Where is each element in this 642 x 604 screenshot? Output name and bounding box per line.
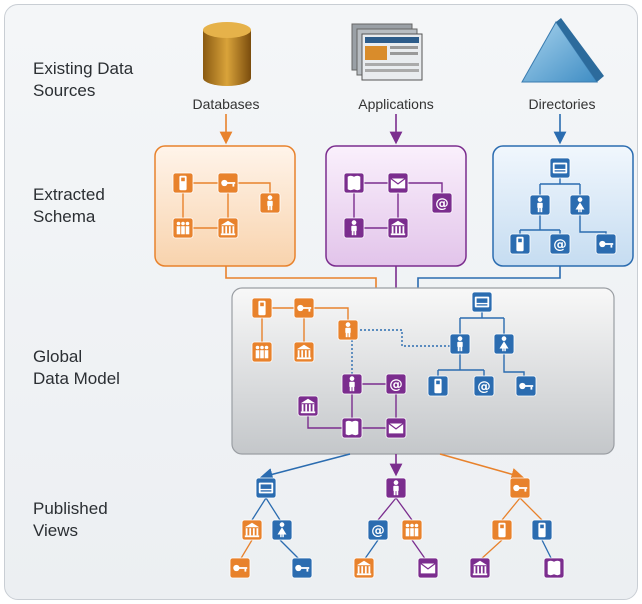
key-icon [509,477,531,499]
group-icon [401,519,423,541]
person-icon [259,192,281,214]
mail-icon [385,417,407,439]
building-icon [217,217,239,239]
arrow-view-orange [439,453,525,481]
source-label-applications: Applications [358,96,434,112]
mail-icon [417,557,439,579]
email-at-icon [473,375,495,397]
woman-icon [569,194,591,216]
key-icon [217,172,239,194]
group-icon [251,341,273,363]
key-icon [515,375,537,397]
row-label-schema: Extracted Schema [33,185,105,226]
source-label-directories: Directories [528,96,596,112]
row-label-model: Global Data Model [33,347,120,388]
document-icon [343,172,365,194]
building-icon [293,341,315,363]
group-icon [172,217,194,239]
arrow-view-blue [259,453,351,481]
email-at-icon [431,192,453,214]
person-icon [343,217,365,239]
phone-icon [172,172,194,194]
building-icon [353,557,375,579]
document-icon [341,417,363,439]
person-icon [449,333,471,355]
woman-icon [271,519,293,541]
key-icon [229,557,251,579]
person-icon [337,319,359,341]
key-icon [291,557,313,579]
building-icon [241,519,263,541]
document-icon [543,557,565,579]
key-icon [293,297,315,319]
applications-screens-icon [351,23,423,81]
key-icon [595,233,617,255]
phone-icon [427,375,449,397]
database-cylinder-icon [203,22,251,86]
email-at-icon [549,233,571,255]
directory-card-icon [255,477,277,499]
phone-icon [509,233,531,255]
building-icon [387,217,409,239]
person-icon [385,477,407,499]
woman-icon [493,333,515,355]
source-label-databases: Databases [192,96,260,112]
row-label-sources: Existing Data Sources [33,59,134,100]
global-model-panel [231,287,615,455]
directory-card-icon [471,291,493,313]
phone-icon [491,519,513,541]
person-icon [341,373,363,395]
mail-icon [387,172,409,194]
building-icon [297,395,319,417]
directory-card-icon [549,157,571,179]
building-icon [469,557,491,579]
directories-triangle-icon [521,18,604,83]
email-at-icon [385,373,407,395]
email-at-icon [367,519,389,541]
phone-icon [251,297,273,319]
phone-icon [531,519,553,541]
row-label-views: Published Views [33,499,108,540]
person-icon [529,194,551,216]
